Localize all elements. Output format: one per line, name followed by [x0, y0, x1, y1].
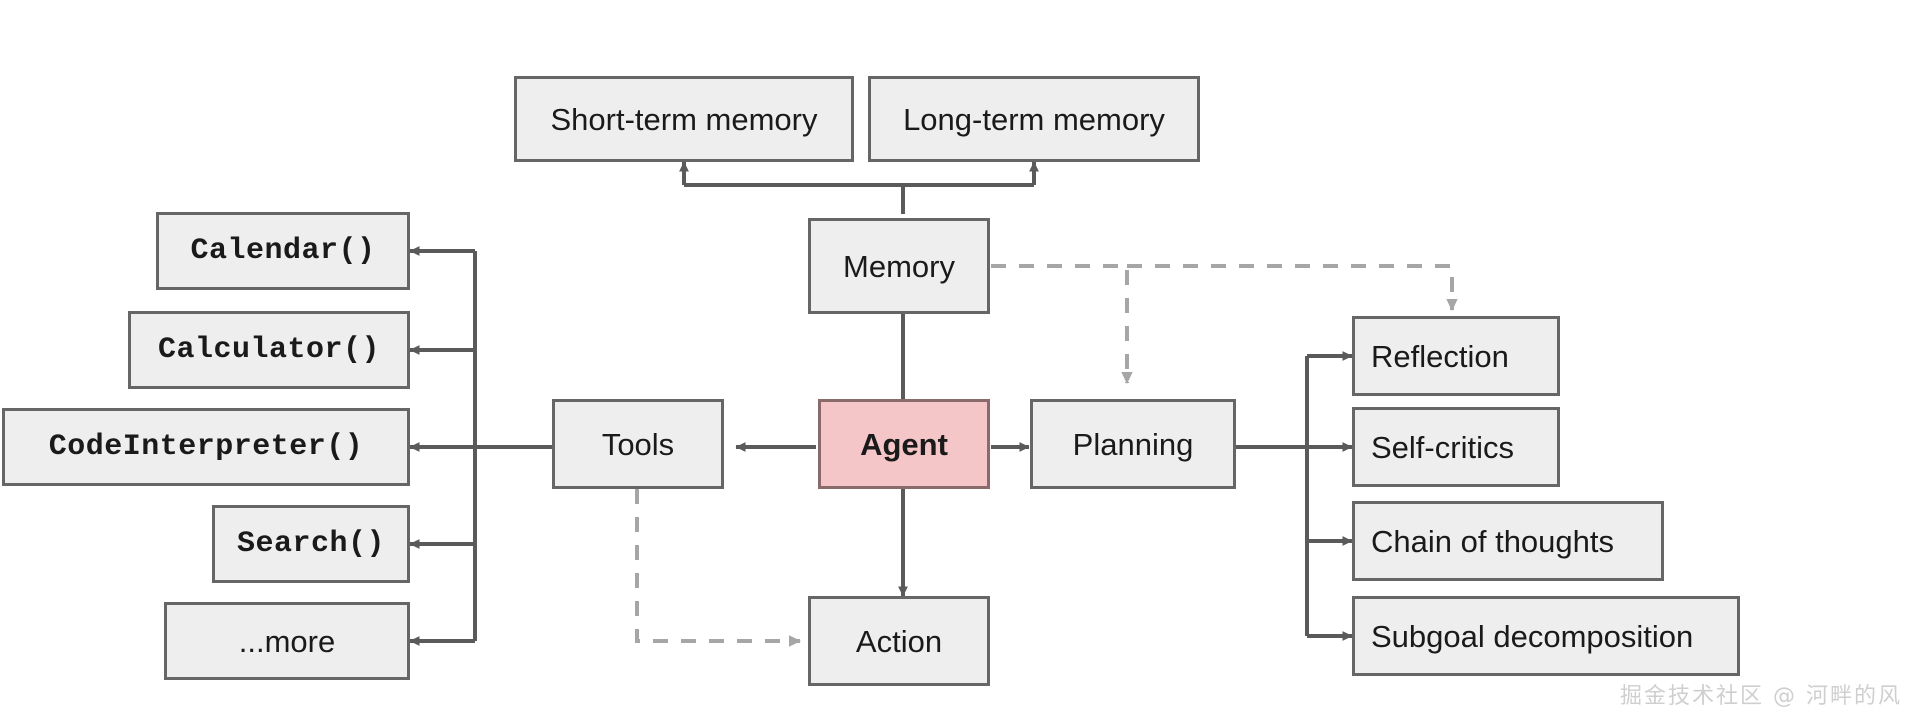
watermark: 掘金技术社区 @ 河畔的风: [1620, 684, 1902, 709]
node-label: Long-term memory: [903, 101, 1165, 137]
node-label: Planning: [1072, 426, 1194, 462]
node-label: Search(): [236, 527, 386, 561]
node-label: Calendar(): [190, 234, 376, 268]
node-long-term-memory[interactable]: Long-term memory: [868, 76, 1200, 162]
edge-tools-bus: [473, 251, 552, 641]
node-action[interactable]: Action: [808, 596, 990, 686]
node-tools[interactable]: Tools: [552, 399, 724, 489]
node-label: Self-critics: [1371, 429, 1514, 465]
edge-memory-reflection-dashed: [1127, 264, 1458, 311]
node-memory[interactable]: Memory: [808, 218, 990, 314]
node-planning[interactable]: Planning: [1030, 399, 1236, 489]
node-short-term-memory[interactable]: Short-term memory: [514, 76, 854, 162]
node-reflection[interactable]: Reflection: [1352, 316, 1560, 396]
node-label: Subgoal decomposition: [1371, 618, 1694, 654]
node-agent[interactable]: Agent: [818, 399, 990, 489]
node-label: Short-term memory: [550, 101, 818, 137]
node-calendar[interactable]: Calendar(): [156, 212, 410, 290]
node-label: Calculator(): [157, 333, 381, 367]
node-self-critics[interactable]: Self-critics: [1352, 407, 1560, 487]
node-label: Action: [855, 623, 943, 659]
node-label: Reflection: [1371, 338, 1509, 374]
node-chain-of-thoughts[interactable]: Chain of thoughts: [1352, 501, 1664, 581]
edge-planning-bus: [1236, 356, 1309, 636]
node-label: Chain of thoughts: [1371, 523, 1615, 559]
node-label: Agent: [860, 426, 948, 462]
node-calculator[interactable]: Calculator(): [128, 311, 410, 389]
node-subgoal-decomposition[interactable]: Subgoal decomposition: [1352, 596, 1740, 676]
node-more[interactable]: ...more: [164, 602, 410, 680]
node-label: CodeInterpreter(): [48, 430, 364, 464]
edge-memory-bus: [684, 183, 1034, 214]
edge-tools-action-dashed: [635, 489, 801, 647]
edge-memory-planning-dashed: [991, 264, 1133, 384]
node-label: ...more: [238, 623, 336, 659]
node-label: Memory: [843, 248, 955, 284]
node-search[interactable]: Search(): [212, 505, 410, 583]
node-label: Tools: [601, 426, 675, 462]
node-code-interpreter[interactable]: CodeInterpreter(): [2, 408, 410, 486]
